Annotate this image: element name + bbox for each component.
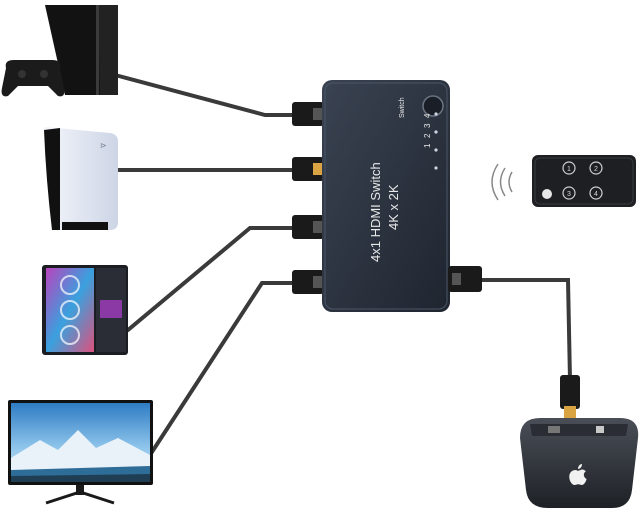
connector-1 [292, 102, 324, 126]
port-led-3 [434, 130, 438, 134]
connector-3 [292, 215, 324, 239]
switch-title: 4x1 HDMI Switch [368, 162, 383, 262]
switch-button[interactable] [422, 95, 444, 117]
monitor-icon [8, 400, 153, 505]
port-number-2: 2 [423, 133, 432, 138]
switch-button-label: Switch [399, 97, 406, 118]
port-led-4 [434, 112, 438, 116]
gaming-pc-icon [42, 265, 128, 355]
connector-4 [292, 270, 324, 294]
remote-button-2[interactable] [589, 161, 603, 175]
svg-text:⊳: ⊳ [100, 141, 107, 150]
output-connector [448, 266, 482, 292]
playstation-5-console-icon: ⊳ [43, 127, 119, 230]
port-led-2 [434, 148, 438, 152]
remote-button-1[interactable] [562, 161, 576, 175]
remote-button-3[interactable] [562, 186, 576, 200]
connector-2 [292, 157, 324, 181]
cable-output [478, 278, 572, 382]
cable-ps4 [113, 73, 302, 117]
port-number-1: 1 [423, 143, 432, 148]
input-connectors [292, 102, 324, 294]
remote-button-4-label: 4 [594, 191, 598, 198]
port-led-1 [434, 166, 438, 170]
cables [113, 73, 572, 457]
remote-button-3-label: 3 [567, 191, 571, 198]
remote-button-4[interactable] [589, 186, 603, 200]
cable-monitor [148, 281, 302, 457]
hdmi-output-plug [560, 375, 580, 420]
remote-button-2-label: 2 [594, 166, 598, 173]
hdmi-switch-box: 4x1 HDMI Switch 4K x 2K Switch 1 2 3 4 [322, 80, 450, 312]
remote-button-1-label: 1 [567, 166, 571, 173]
controller-icon [1, 60, 65, 97]
remote-control-icon: 1 2 3 4 [532, 155, 636, 207]
playstation-4-console-icon [1, 5, 118, 97]
port-indicators: 1 2 3 4 [423, 112, 438, 170]
apple-logo-icon [569, 464, 587, 485]
cable-pc [126, 226, 302, 332]
ir-signal-icon [491, 163, 513, 201]
media-box-icon [520, 418, 639, 508]
switch-subtitle: 4K x 2K [386, 184, 401, 230]
port-number-3: 3 [423, 123, 432, 128]
port-number-4: 4 [423, 113, 432, 118]
